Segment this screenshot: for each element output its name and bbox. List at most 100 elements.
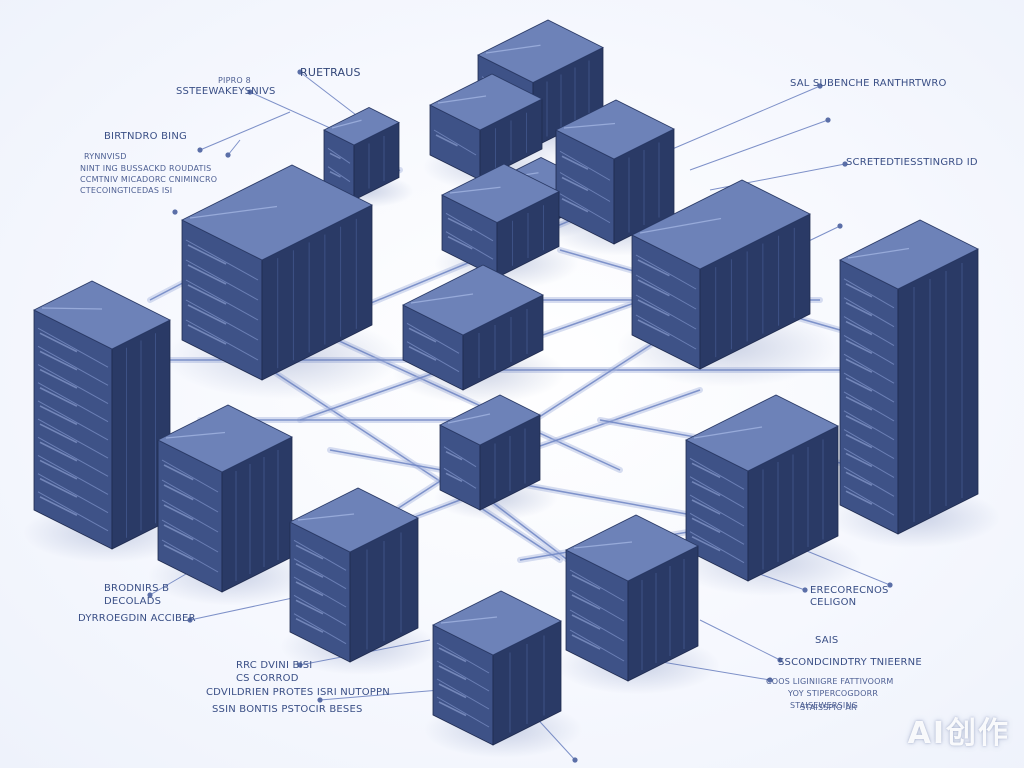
server-unit-top-right-bay-slot	[561, 198, 589, 213]
server-rack-tall-right-bay-slot	[845, 358, 873, 373]
server-unit-top-small	[321, 107, 414, 208]
server-unit-lower-left-top-face	[289, 487, 419, 553]
server-rack-far-left-bay-line	[37, 418, 109, 459]
server-rack-tall-right-bay-slot	[845, 301, 873, 317]
server-unit-center-top-face	[402, 264, 544, 336]
server-unit-upper-right-top-highlight	[639, 217, 722, 234]
server-unit-lower-left-bay-slot	[295, 581, 324, 597]
label-right-top: SAL SUBENCHE RANTHRTWRO	[790, 78, 947, 89]
server-rack-far-left-bay-slot	[39, 459, 78, 480]
server-unit-right-mid-bay-line	[689, 531, 745, 564]
server-unit-top-small-top-highlight	[331, 119, 362, 129]
callout-dot-16	[767, 677, 773, 683]
server-unit-right-mid-bay-line	[689, 476, 745, 509]
server-rack-far-left	[23, 280, 193, 563]
server-rack-far-left-bay-line	[37, 327, 109, 368]
server-unit-lower-left-bay-slot	[295, 562, 324, 578]
server-unit-top-right-top-face	[555, 99, 675, 160]
server-unit-lower-right-bay-slot	[571, 594, 601, 610]
server-unit-top-small-bay-line	[327, 147, 351, 164]
server-unit-lower-right-bay-line	[569, 589, 625, 622]
server-rack-tall-right	[829, 219, 1001, 548]
server-unit-center-cluster-bay-slot	[447, 217, 473, 232]
server-rack-far-left-bay-slot	[39, 496, 78, 516]
callout-line-0	[249, 91, 331, 129]
server-rack-tall-right-bay-line	[843, 372, 895, 403]
callout-dot-14	[887, 582, 893, 588]
server-rack-tall-right-bay-slot	[845, 339, 873, 355]
server-unit-bottom-center-bay-line	[436, 642, 490, 674]
server-rack-tall-right-bay-line	[843, 316, 895, 346]
server-unit-lower-left	[280, 487, 440, 675]
callout-dot-17	[572, 757, 578, 763]
server-unit-top-center-a-bay-slot	[435, 134, 458, 147]
callout-dot-0	[247, 89, 253, 95]
server-rack-tall-right-bay-line	[843, 297, 895, 328]
server-unit-bottom-center	[423, 590, 583, 758]
server-unit-center-top-highlight	[410, 293, 474, 304]
server-unit-lower-right-bay-slot	[571, 614, 601, 630]
server-unit-bottom-center-top-face	[432, 590, 562, 656]
callout-line-1	[299, 71, 361, 119]
server-unit-right-mid-bay-line	[689, 512, 745, 545]
label-left-heading: BIRTNDRO BING	[104, 131, 187, 142]
server-unit-right-mid-top-highlight	[693, 426, 763, 439]
server-unit-right-mid	[673, 394, 863, 597]
server-rack-tall-right-bay-slot	[845, 377, 873, 392]
server-unit-center-cluster-bay-line	[445, 212, 494, 242]
server-rack-tall-right-bay-line	[843, 466, 895, 497]
label-bottom-center-4: SSIN BONTIS PSTOCIR BESES	[212, 704, 363, 715]
server-rack-far-left-bay-slot	[39, 350, 78, 371]
server-rack-tall-right-bay-slot	[845, 452, 873, 468]
server-rack-tall-right-bay-line	[843, 334, 895, 365]
server-unit-bottom-center-bay-slot	[438, 647, 467, 663]
server-rack-tall-right-bay-slot	[845, 471, 873, 486]
server-unit-top-small-bay-line	[327, 166, 351, 183]
server-unit-center-bay-slot	[408, 327, 437, 343]
server-unit-lower-left-bay-line	[293, 594, 347, 626]
server-rack-far-left-bay-slot	[39, 405, 78, 426]
server-unit-upper-left-bay-line	[185, 259, 259, 301]
server-unit-upper-right-bay-line	[635, 294, 697, 330]
server-unit-left-mid-bay-line	[161, 539, 219, 573]
server-unit-bottom-center-bay-line	[436, 660, 490, 692]
server-rack-tall-right-bay-line	[843, 391, 895, 422]
label-left-line2: NINT ING BUSSACKD ROUDATIS	[80, 164, 212, 173]
server-unit-center-cluster	[433, 163, 580, 290]
server-unit-top-right-bay-line	[559, 150, 611, 181]
server-unit-left-mid-bay-line	[161, 479, 219, 513]
label-bottom-right-2: SAIS	[815, 635, 839, 646]
server-rack-far-left-bay-line	[37, 473, 109, 514]
server-unit-upper-right-bay-line	[635, 314, 697, 350]
server-unit-left-mid-top-highlight	[165, 431, 226, 439]
server-unit-upper-right-top-face	[631, 179, 811, 270]
server-rack-tall-right-bay-slot	[845, 283, 873, 298]
server-unit-upper-right-bay-line	[635, 254, 697, 290]
label-top-left-small: PIPRO 8	[218, 76, 251, 85]
server-rack-tall-right-bay-line	[843, 353, 895, 384]
label-bottom-right-1b: CELIGON	[810, 597, 857, 608]
server-unit-bottom-center-top-highlight	[440, 616, 498, 624]
server-unit-lower-right-top-face	[565, 514, 699, 582]
server-rack-far-left-bay-line	[37, 455, 109, 495]
server-rack-tall-right-bay-slot	[845, 415, 873, 430]
server-rack-far-left-bay-line	[37, 491, 109, 532]
server-unit-lower-left-bay-line	[293, 539, 347, 571]
server-unit-upper-left-top-highlight	[189, 205, 278, 219]
label-bottom-right-3: SSCONDCINDTRY TNIEERNE	[778, 657, 922, 668]
server-unit-left-mid-bay-line	[161, 459, 219, 493]
server-rack-far-left-bay-line	[37, 382, 109, 423]
server-unit-lower-right	[556, 514, 720, 695]
server-unit-left-mid-bay-slot	[163, 504, 194, 521]
server-unit-lower-left-bay-slot	[295, 617, 324, 633]
server-unit-bottom-center-bay-line	[436, 678, 490, 710]
server-unit-left-mid	[147, 404, 315, 606]
server-unit-left-mid-bay-line	[161, 499, 219, 533]
server-unit-upper-left-bay-slot	[187, 264, 227, 285]
server-unit-bottom-center-bay-slot	[438, 701, 467, 717]
server-unit-lower-left-bay-line	[293, 576, 347, 608]
server-unit-center-bay-line	[406, 341, 460, 373]
server-rack-far-left-top-highlight	[41, 307, 103, 310]
server-unit-center-cluster-bay-slot	[447, 235, 473, 250]
server-unit-right-mid-bay-slot	[691, 499, 721, 515]
